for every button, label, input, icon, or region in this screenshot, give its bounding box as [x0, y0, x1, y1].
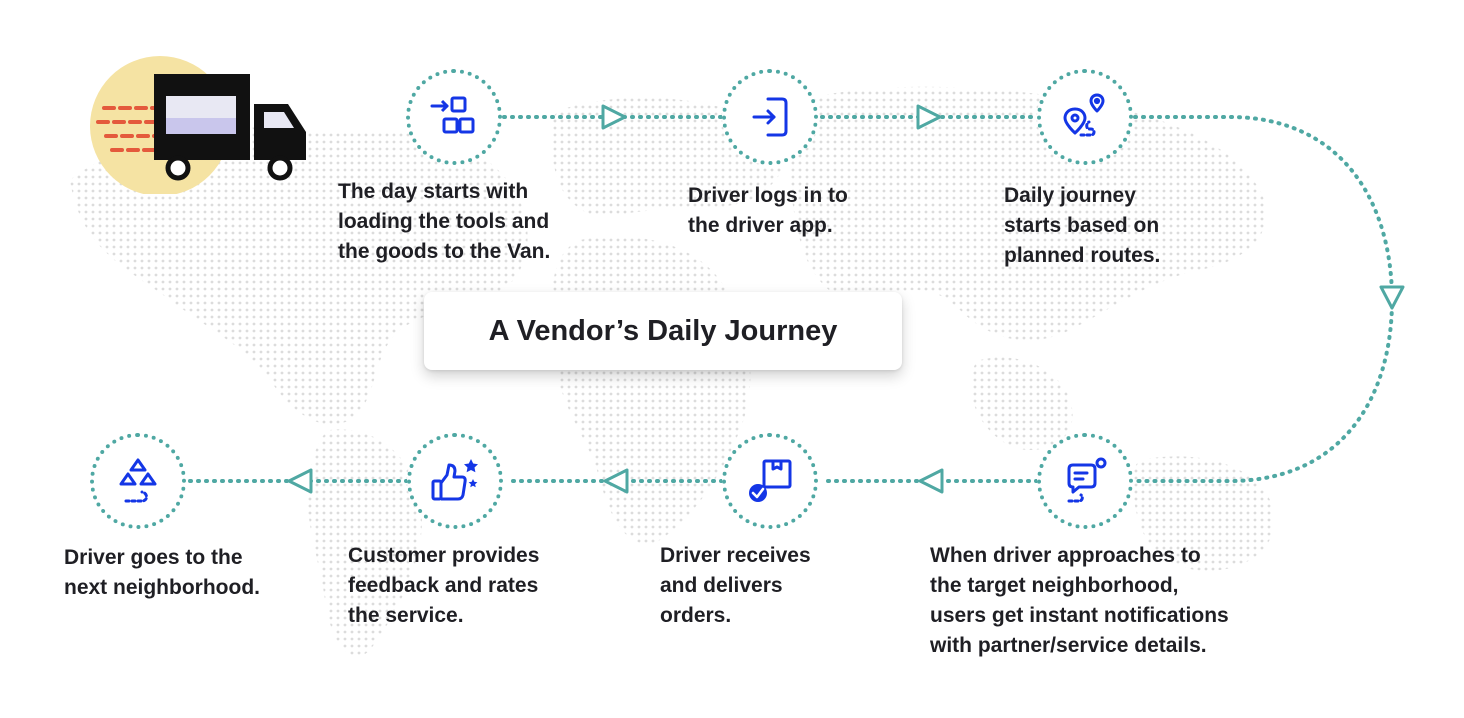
arrow-down: [1379, 285, 1405, 310]
package-delivered-icon: [749, 459, 792, 502]
step-4-line-4: with partner/service details.: [930, 634, 1207, 657]
step-7-node: [90, 433, 186, 529]
route-pins-icon: [1063, 93, 1105, 137]
thumbs-up-rating-icon: [431, 459, 478, 501]
step-5-caption: Driver receives and delivers orders.: [660, 541, 811, 631]
step-2-line-2: the driver app.: [688, 214, 833, 237]
step-2-line-1: Driver logs in to: [688, 184, 848, 207]
step-1-caption: The day starts with loading the tools an…: [338, 177, 550, 267]
arrow-left-3: [287, 468, 313, 494]
step-5-node: [722, 433, 818, 529]
step-5-line-3: orders.: [660, 604, 732, 627]
arrow-right-1: [601, 104, 627, 130]
step-7-line-1: Driver goes to the: [64, 546, 243, 569]
arrow-right-2: [916, 104, 942, 130]
step-2-caption: Driver logs in to the driver app.: [688, 181, 848, 241]
step-3-caption: Daily journey starts based on planned ro…: [1004, 181, 1160, 271]
step-4-line-3: users get instant notifications: [930, 604, 1229, 627]
step-1-node: [406, 69, 502, 165]
step-5-line-2: and delivers: [660, 574, 783, 597]
step-6-line-1: Customer provides: [348, 544, 540, 567]
diagram-title-box: A Vendor’s Daily Journey: [424, 292, 902, 370]
step-3-line-3: planned routes.: [1004, 244, 1161, 267]
step-6-node: [407, 433, 503, 529]
diagram-title: A Vendor’s Daily Journey: [488, 314, 838, 347]
step-4-node: [1037, 433, 1133, 529]
step-3-line-2: starts based on: [1004, 214, 1160, 237]
step-6-line-3: the service.: [348, 604, 464, 627]
notification-chat-icon: [1067, 457, 1107, 503]
step-6-line-2: feedback and rates: [348, 574, 539, 597]
step-1-line-3: the goods to the Van.: [338, 240, 551, 263]
arrow-left-2: [603, 468, 629, 494]
load-boxes-icon: [430, 96, 475, 134]
step-6-caption: Customer provides feedback and rates the…: [348, 541, 539, 631]
step-4-line-1: When driver approaches to: [930, 544, 1201, 567]
step-4-line-2: the target neighborhood,: [930, 574, 1179, 597]
next-neighborhood-icon: [119, 458, 157, 503]
step-3-line-1: Daily journey: [1004, 184, 1136, 207]
step-5-line-1: Driver receives: [660, 544, 811, 567]
step-7-caption: Driver goes to the next neighborhood.: [64, 543, 260, 603]
arrow-left-1: [918, 468, 944, 494]
step-7-line-2: next neighborhood.: [64, 576, 260, 599]
delivery-van-icon: [90, 56, 306, 194]
step-1-line-1: The day starts with: [338, 180, 529, 203]
connector-curve: [1133, 115, 1395, 483]
step-2-node: [722, 69, 818, 165]
step-3-node: [1037, 69, 1133, 165]
step-4-caption: When driver approaches to the target nei…: [930, 541, 1229, 661]
login-door-icon: [752, 97, 788, 137]
step-1-line-2: loading the tools and: [338, 210, 550, 233]
